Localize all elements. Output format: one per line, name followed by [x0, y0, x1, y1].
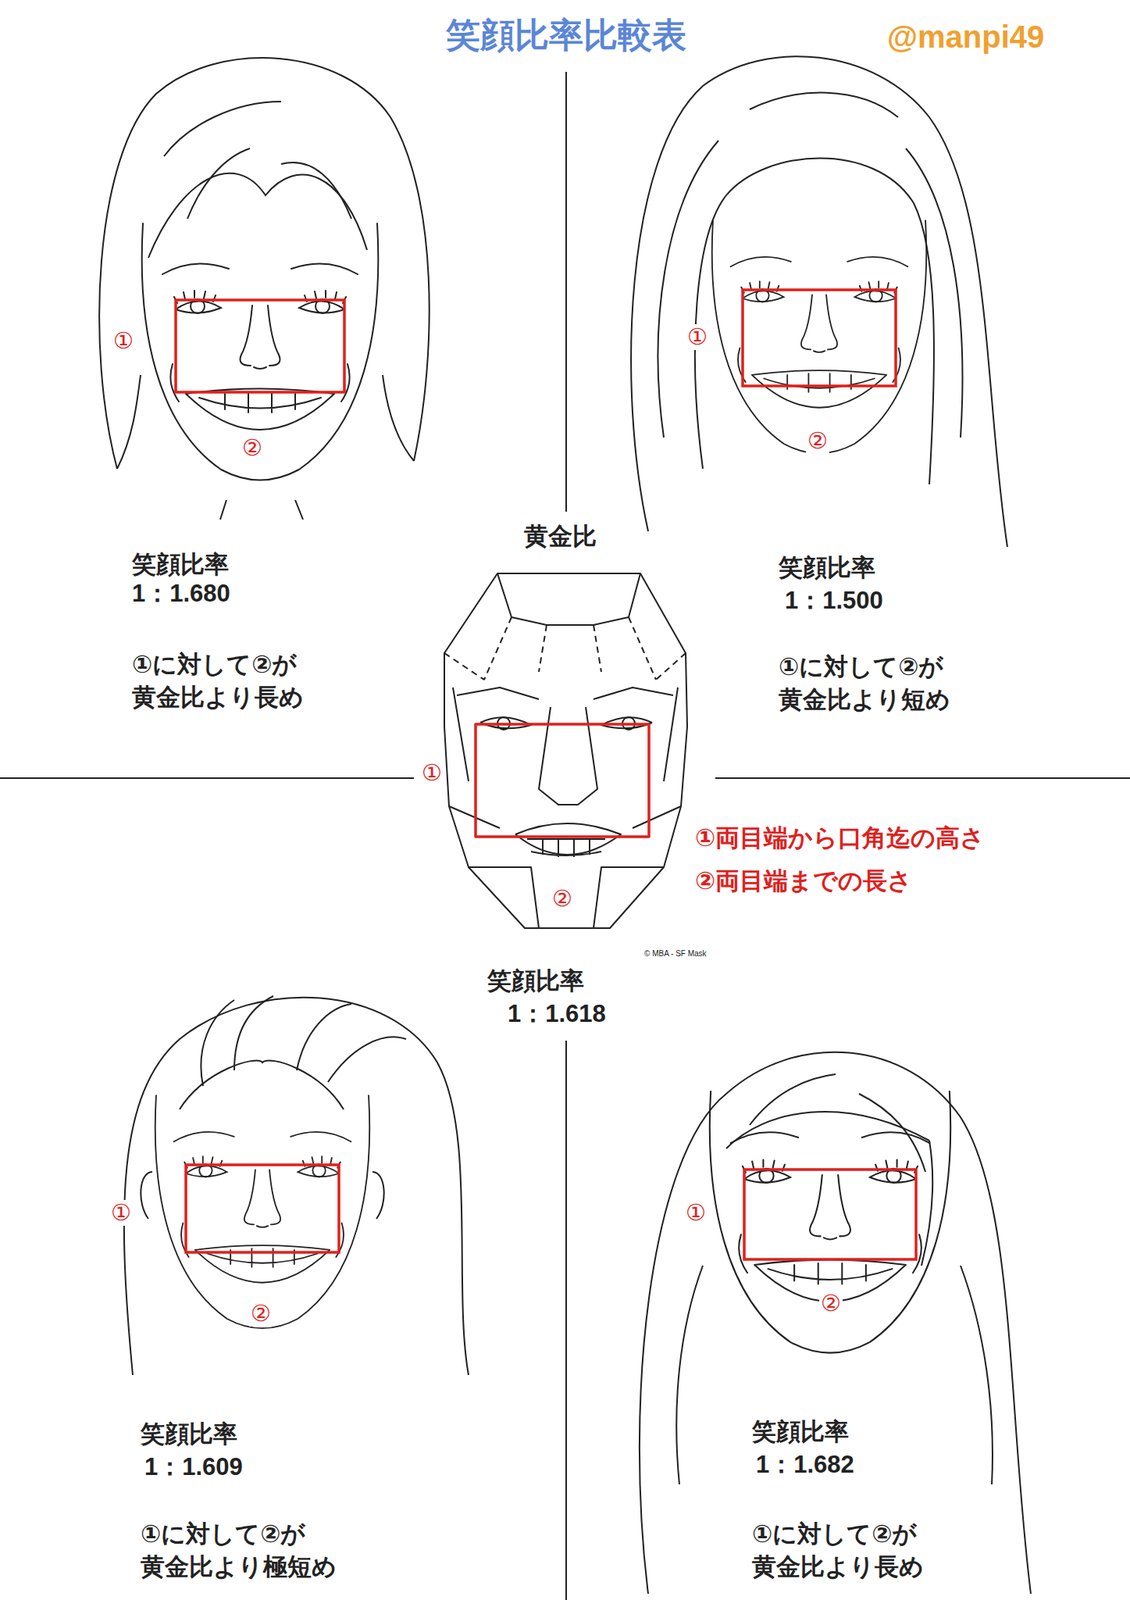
label-text: ①両目端から口角迄の高さ	[693, 823, 987, 852]
label-text: 黄金比より長め	[130, 683, 306, 712]
label-text: ②両目端までの長さ	[693, 866, 914, 895]
label-text: 黄金比より長め	[750, 1552, 926, 1581]
label-text: ②	[819, 1290, 843, 1316]
label-text: 1：1.500	[783, 586, 885, 615]
label-text: ①	[111, 327, 136, 354]
label-text: ①	[109, 1199, 133, 1226]
label-text: 1：1.680	[130, 579, 232, 608]
label-text: ②	[249, 1300, 273, 1327]
label-text: ①	[420, 759, 444, 786]
face-top-right	[630, 56, 1008, 547]
label-text: 笑顔比率	[485, 966, 586, 995]
divider-lines	[0, 71, 1130, 1600]
label-text: ①に対して②が	[777, 652, 946, 681]
label-text: ①	[684, 1199, 708, 1226]
label-text: 笑顔比率	[139, 1419, 239, 1448]
face-bottom-right	[639, 1051, 1031, 1594]
label-text: 黄金比	[522, 522, 599, 551]
label-text: 1：1.609	[142, 1452, 245, 1481]
label-text: 笑顔比率	[777, 553, 877, 582]
label-text: © MBA - SF Mask	[642, 948, 709, 959]
label-text: 黄金比より極短め	[139, 1552, 339, 1581]
label-text: ①に対して②が	[750, 1519, 920, 1548]
label-text: ②	[805, 427, 830, 454]
page-title: 笑顔比率比較表	[444, 15, 688, 56]
label-text: 黄金比より短め	[777, 685, 952, 714]
label-text: @manpi49	[885, 18, 1046, 55]
label-text: ②	[550, 885, 574, 912]
label-text: ①	[685, 324, 710, 350]
face-bottom-left	[124, 995, 469, 1375]
golden-ratio-mask	[444, 573, 688, 928]
label-text: 笑顔比率	[130, 550, 231, 579]
label-text: ②	[240, 434, 264, 461]
label-text: 1：1.618	[506, 999, 608, 1028]
label-text: ①に対して②が	[130, 650, 300, 679]
face-top-left	[99, 57, 430, 520]
label-text: ①に対して②が	[139, 1519, 308, 1548]
label-text: 1：1.682	[754, 1450, 856, 1479]
label-text: 笑顔比率	[750, 1417, 851, 1446]
